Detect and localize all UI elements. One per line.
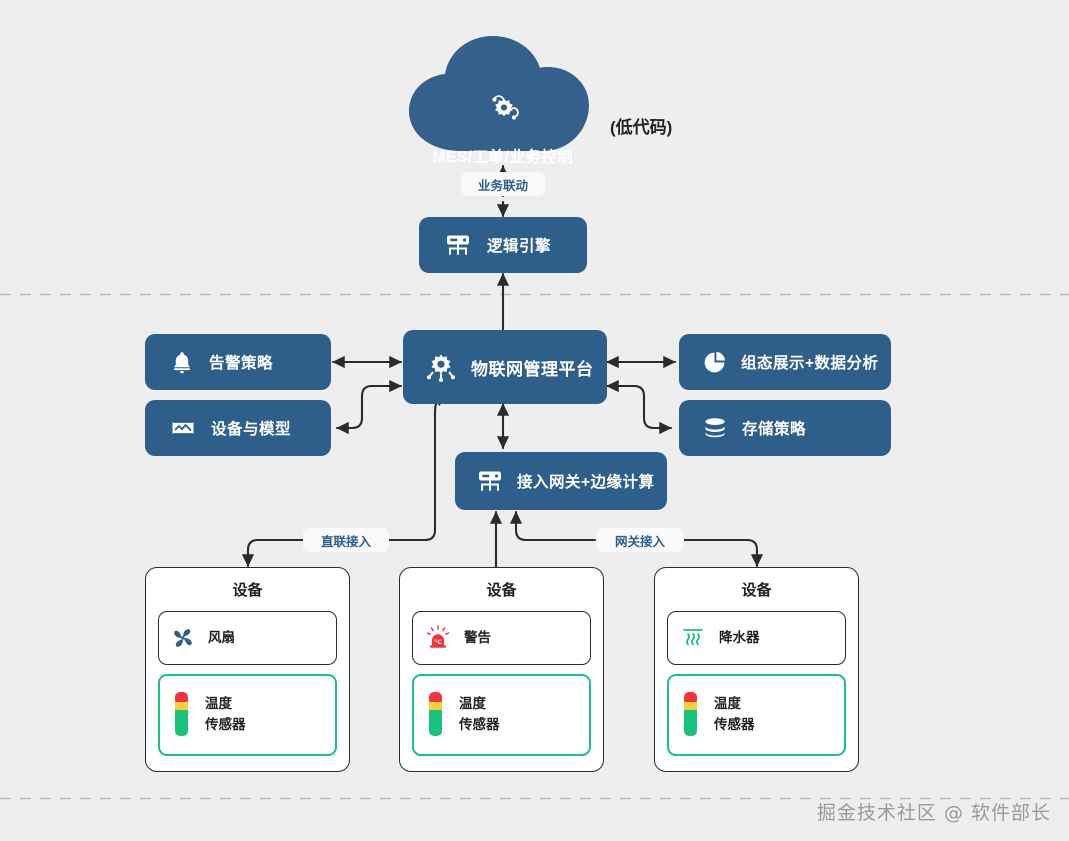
fan-icon — [171, 626, 195, 650]
temperature-gauge-icon — [426, 690, 446, 740]
device-slot-actuator[interactable]: 降水器 — [667, 611, 846, 665]
device-slot-sensor[interactable]: 温度 传感器 — [667, 674, 846, 756]
device-slot-label: 温度 传感器 — [205, 694, 246, 736]
low-code-note: (低代码) — [610, 118, 673, 137]
node-visualization-label: 组态展示+数据分析 — [741, 355, 879, 372]
edge-label-direct-access: 直联接入 — [303, 528, 389, 552]
device-slot-sensor[interactable]: 温度 传感器 — [412, 674, 591, 756]
temperature-gauge-icon — [172, 690, 192, 740]
wire-direct-access-device1 — [241, 538, 305, 568]
gateway-device-icon — [445, 234, 471, 256]
node-alarm-policy-label: 告警策略 — [209, 355, 274, 372]
sensor-label-line1: 温度 — [714, 696, 741, 712]
wire-platform-storage — [605, 379, 673, 435]
node-logic-engine-label: 逻辑引擎 — [487, 238, 552, 255]
iot-gear-icon — [485, 90, 523, 128]
device-model-icon — [171, 417, 195, 439]
device-slot-label: 温度 传感器 — [714, 694, 755, 736]
sensor-label-line2: 传感器 — [205, 717, 246, 732]
device-slot-label: 温度 传感器 — [459, 694, 500, 736]
device-slot-actuator[interactable]: 风扇 — [158, 611, 337, 665]
node-iot-platform[interactable]: 物联网管理平台 — [403, 330, 607, 404]
bell-icon — [171, 350, 193, 374]
device-card-title: 设备 — [232, 582, 263, 599]
svg-text:°C: °C — [434, 638, 442, 646]
sensor-label-line2: 传感器 — [714, 717, 755, 732]
node-visualization[interactable]: 组态展示+数据分析 — [679, 334, 891, 390]
device-card[interactable]: 设备 °C 警告 — [399, 567, 604, 772]
iot-gear-icon — [425, 351, 457, 383]
edge-label-gateway-access: 网关接入 — [596, 528, 684, 552]
device-card-title: 设备 — [741, 582, 772, 599]
node-device-model-label: 设备与模型 — [211, 421, 292, 438]
device-slot-label: 降水器 — [719, 629, 760, 645]
device-slot-label: 警告 — [464, 629, 491, 645]
wire-direct-access-to-platform — [387, 392, 447, 542]
device-card[interactable]: 设备 风扇 — [145, 567, 350, 772]
sprinkler-icon — [680, 626, 706, 650]
pie-chart-icon — [703, 351, 726, 374]
wire-gateway-access-to-device3 — [682, 538, 764, 568]
cloud-node-mes[interactable]: MES/工单/业务控制 — [403, 33, 603, 166]
device-card[interactable]: 设备 降水器 — [654, 567, 859, 772]
node-gateway-edge[interactable]: 接入网关+边缘计算 — [455, 452, 667, 510]
watermark: 掘金技术社区 @ 软件部长 — [816, 802, 1051, 824]
alarm-siren-icon: °C — [425, 625, 451, 651]
temperature-gauge-icon — [681, 690, 701, 740]
node-alarm-policy[interactable]: 告警策略 — [145, 334, 331, 390]
edge-label-business-link: 业务联动 — [461, 172, 545, 196]
database-icon — [703, 417, 727, 439]
cloud-shape — [409, 36, 589, 151]
node-storage-policy-label: 存储策略 — [742, 421, 807, 438]
edge-label-business-link-text: 业务联动 — [477, 178, 528, 193]
node-device-model[interactable]: 设备与模型 — [145, 400, 331, 456]
device-slot-actuator[interactable]: °C 警告 — [412, 611, 591, 665]
device-card-title: 设备 — [486, 582, 517, 599]
sensor-label-line2: 传感器 — [459, 717, 500, 732]
edge-label-gateway-access-text: 网关接入 — [614, 534, 665, 549]
gateway-device-icon — [477, 470, 503, 492]
cloud-label: MES/工单/业务控制 — [432, 149, 574, 166]
node-logic-engine[interactable]: 逻辑引擎 — [419, 217, 587, 273]
wire-platform-device-model — [335, 379, 403, 435]
edge-label-direct-access-text: 直联接入 — [320, 534, 371, 549]
device-slot-label: 风扇 — [208, 629, 235, 645]
node-gateway-edge-label: 接入网关+边缘计算 — [517, 474, 655, 491]
device-slot-sensor[interactable]: 温度 传感器 — [158, 674, 337, 756]
wire-gateway-from-right — [509, 510, 597, 542]
node-storage-policy[interactable]: 存储策略 — [679, 400, 891, 456]
sensor-label-line1: 温度 — [459, 696, 486, 712]
sensor-label-line1: 温度 — [205, 696, 232, 712]
node-iot-platform-label: 物联网管理平台 — [471, 359, 594, 379]
